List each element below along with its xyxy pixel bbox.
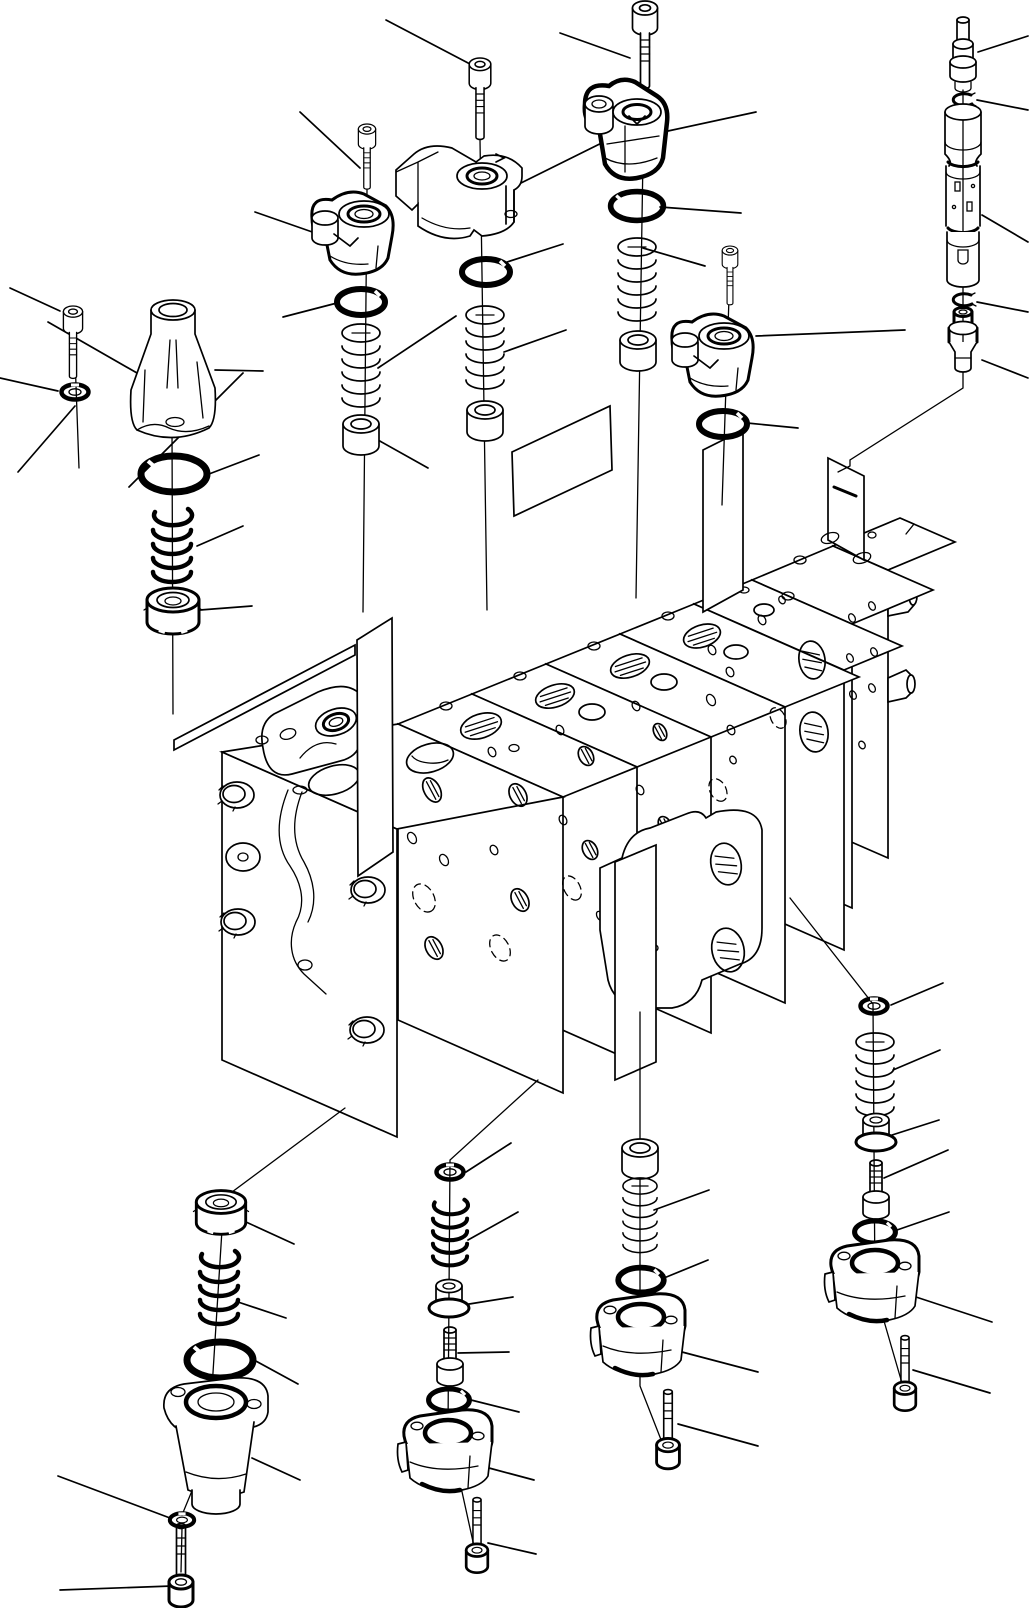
assembly-pilot-cover-4 — [670, 245, 755, 437]
o-ring — [141, 456, 207, 492]
guide-bushing — [854, 1112, 898, 1153]
assembly-bolt-washer — [62, 305, 89, 400]
adjusting-screw — [436, 1326, 464, 1387]
spring-seat — [621, 1138, 659, 1180]
pilot-cover — [394, 144, 524, 240]
main-valve-block — [217, 517, 958, 1139]
socket-head-bolt — [631, 0, 659, 90]
round-boss — [225, 842, 261, 872]
o-ring — [618, 1268, 664, 1293]
leader-lines — [0, 19, 1029, 1591]
assembly-pilot-cover-2 — [394, 57, 524, 442]
adjusting-screw — [862, 1159, 890, 1220]
assembly-pilot-cover-1 — [310, 123, 395, 456]
face-ports — [217, 595, 879, 1047]
socket-head-bolt — [892, 1334, 918, 1413]
separator-plate — [614, 843, 657, 1082]
assembly-check-valve — [164, 1188, 268, 1608]
end-cover — [591, 1294, 686, 1375]
guide-bushing — [427, 1278, 471, 1319]
slotted-nut — [142, 586, 204, 636]
socket-head-bolt — [464, 1496, 490, 1575]
o-ring — [337, 289, 385, 315]
assembly-end-cover-3 — [825, 999, 920, 1413]
spring — [341, 323, 381, 408]
socket-head-bolt — [468, 57, 492, 141]
end-cover — [398, 1410, 493, 1491]
separator-plate — [173, 643, 356, 752]
spring — [465, 305, 505, 390]
o-ring — [187, 1342, 253, 1378]
snap-ring — [951, 291, 978, 308]
separator-plates — [173, 404, 872, 1082]
o-ring — [462, 259, 510, 285]
socket-head-bolt — [655, 1388, 681, 1471]
assembly-end-cover-1 — [398, 1165, 493, 1575]
spring — [855, 1032, 895, 1117]
spring-seat — [619, 330, 657, 372]
snap-washer — [861, 999, 888, 1014]
spring-seat — [466, 400, 504, 442]
separator-plate — [356, 616, 394, 878]
pilot-cover — [670, 312, 755, 398]
slotted-nut — [191, 1188, 251, 1237]
pilot-cover — [310, 190, 395, 276]
end-cover — [825, 1240, 920, 1321]
separator-plate — [820, 456, 872, 565]
valve-housing — [164, 1378, 268, 1514]
socket-head-bolt — [721, 245, 739, 306]
socket-head-bolt — [62, 305, 84, 380]
o-ring — [429, 1389, 470, 1411]
assembly-axis-lines — [73, 29, 964, 1573]
relief-valve-body — [129, 299, 217, 439]
assembly-relief-valve — [129, 299, 217, 636]
o-ring — [611, 192, 664, 221]
assembly-end-cover-2 — [591, 1138, 686, 1471]
o-ring — [699, 411, 747, 437]
pilot-cover — [585, 80, 668, 179]
separator-plate — [511, 404, 613, 518]
spring-seat — [342, 414, 380, 456]
socket-head-bolt — [357, 123, 377, 190]
top-mounting-boss — [260, 685, 361, 776]
poppet — [949, 16, 977, 93]
lock-washer — [62, 385, 89, 400]
spring — [433, 1200, 468, 1266]
